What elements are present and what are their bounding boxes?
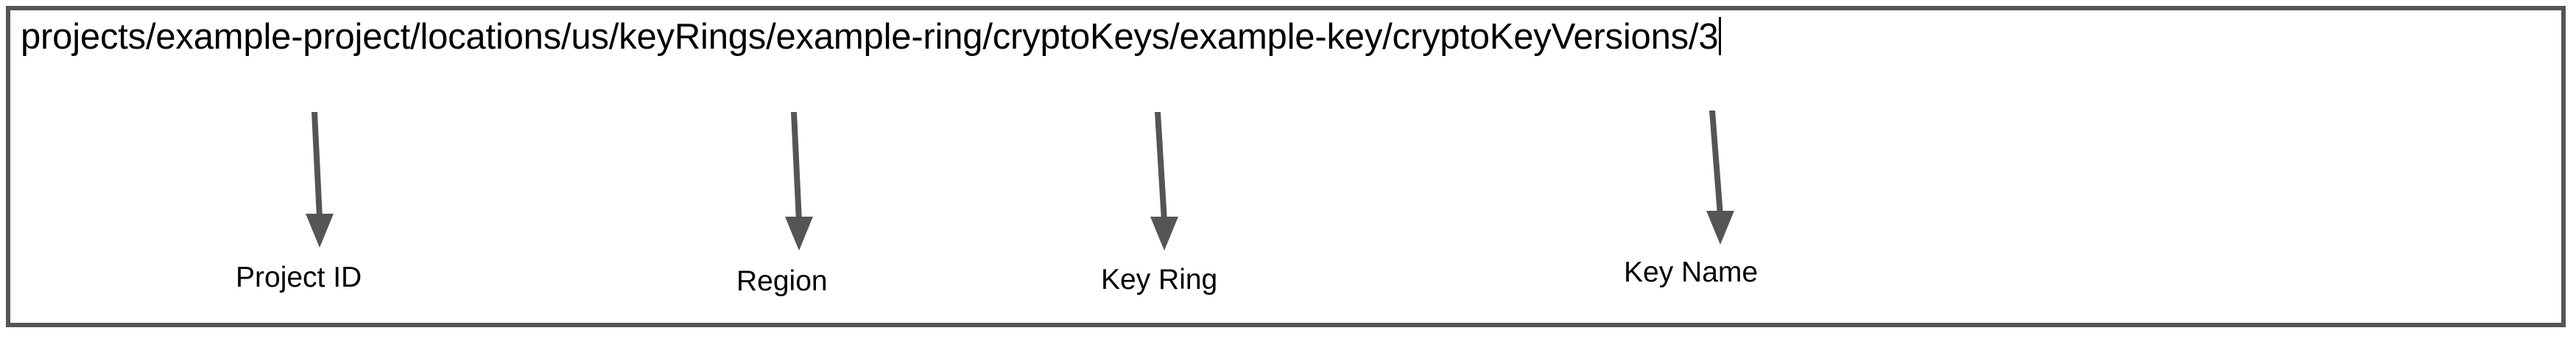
text-cursor-icon (1719, 17, 1722, 55)
resource-path-text[interactable]: projects/example-project/locations/us/ke… (21, 17, 1719, 57)
resource-path-row[interactable]: projects/example-project/locations/us/ke… (21, 10, 1722, 59)
callout-label-key-name: Key Name (1624, 256, 1759, 288)
diagram-frame (6, 6, 2566, 327)
callout-label-project-id: Project ID (236, 262, 362, 293)
callout-label-region: Region (736, 265, 828, 297)
callout-label-key-ring: Key Ring (1101, 264, 1218, 296)
